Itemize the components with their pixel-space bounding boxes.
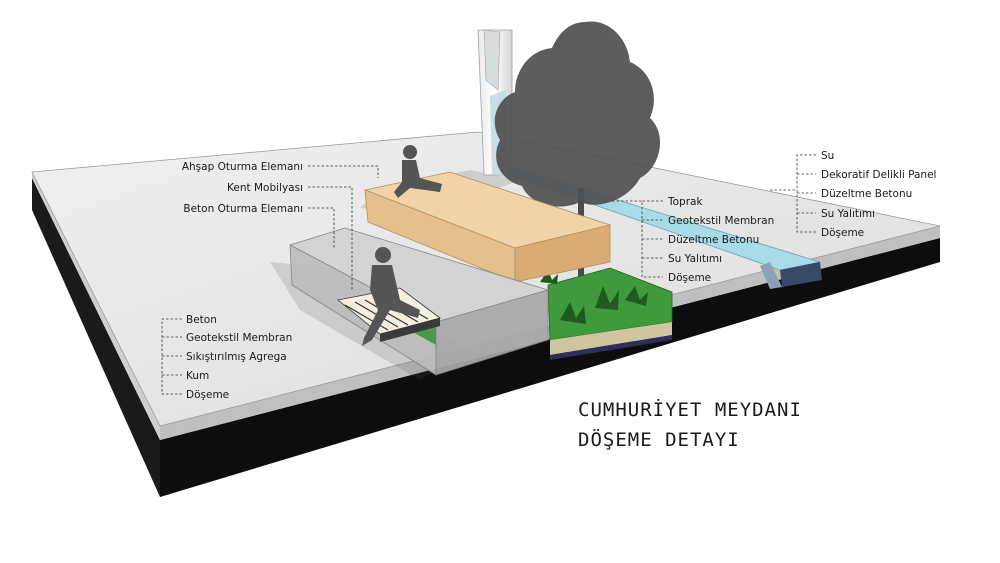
label-planter-4: Su Yalıtımı [668, 253, 722, 265]
title-line-2: DÖŞEME DETAYI [578, 428, 740, 451]
label-left-3: Sıkıştırılmış Agrega [186, 351, 287, 363]
label-left-2: Geotekstil Membran [186, 332, 292, 344]
label-planter-5: Döşeme [668, 272, 711, 284]
label-wood-seating: Ahşap Oturma Elemanı [182, 161, 303, 173]
label-water-4: Su Yalıtımı [821, 208, 875, 220]
label-water-3: Düzeltme Betonu [821, 188, 912, 200]
leader-lines [161, 154, 816, 395]
label-left-1: Beton [186, 314, 217, 326]
diagram-title: CUMHURİYET MEYDANI DÖŞEME DETAYI [578, 398, 802, 451]
label-planter-3: Düzeltme Betonu [668, 234, 759, 246]
left-section-labels: Beton Geotekstil Membran Sıkıştırılmış A… [186, 314, 292, 401]
sitting-person-on-wood [394, 145, 442, 198]
label-concrete-seating: Beton Oturma Elemanı [183, 203, 303, 215]
label-water-2: Dekoratif Delikli Panel [821, 169, 936, 181]
water-channel-labels: Su Dekoratif Delikli Panel Düzeltme Beto… [821, 150, 936, 239]
label-left-5: Döşeme [186, 389, 229, 401]
label-planter-1: Toprak [667, 196, 703, 208]
label-urban-furniture: Kent Mobilyası [227, 182, 303, 194]
label-left-4: Kum [186, 370, 209, 382]
title-line-1: CUMHURİYET MEYDANI [578, 398, 802, 421]
sitting-person-on-bench [362, 247, 420, 346]
planter-box [540, 267, 673, 360]
label-water-1: Su [821, 150, 834, 162]
seating-labels: Ahşap Oturma Elemanı Kent Mobilyası Beto… [182, 161, 303, 215]
planter-labels: Toprak Geotekstil Membran Düzeltme Beton… [667, 196, 774, 284]
wood-seating-element [363, 171, 612, 283]
label-planter-2: Geotekstil Membran [668, 215, 774, 227]
people-silhouettes [362, 145, 442, 346]
label-water-5: Döşeme [821, 227, 864, 239]
